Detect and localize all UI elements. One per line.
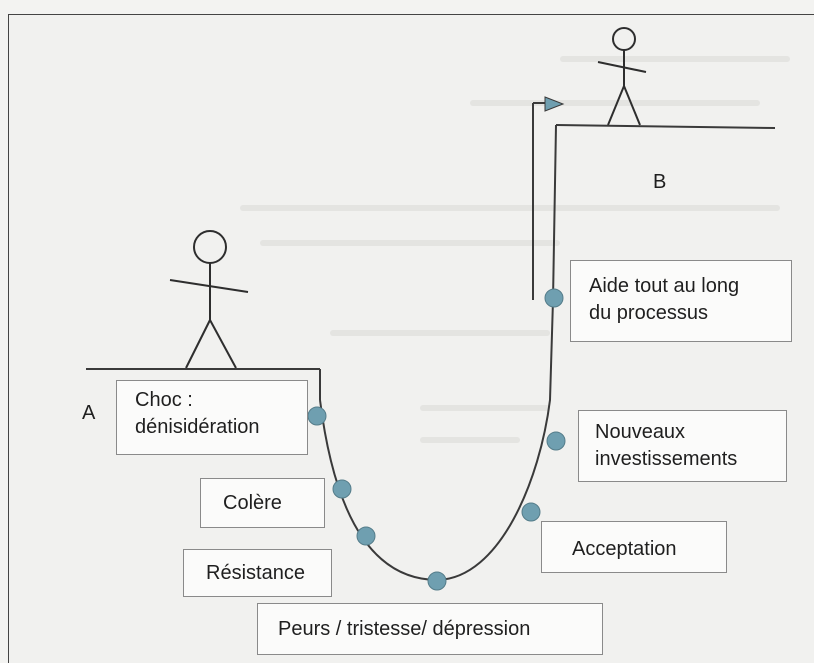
dot-nouveaux — [546, 431, 566, 451]
dot-resistance — [356, 526, 376, 546]
stage-box-aide: Aide tout au long du processus — [570, 260, 792, 342]
bleed-through-line — [330, 330, 550, 336]
dot-aide — [544, 288, 564, 308]
stage-resistance-label: Résistance — [206, 562, 305, 584]
head-b — [612, 27, 636, 51]
label-a: A — [82, 402, 96, 424]
stage-box-acceptation: Acceptation — [541, 521, 727, 573]
head-a — [193, 230, 227, 264]
stick-figure-b — [597, 27, 647, 126]
stage-nouveaux-line1: Nouveaux — [595, 421, 686, 443]
stage-colere-label: Colère — [223, 492, 282, 514]
stage-peurs-label: Peurs / tristesse/ dépression — [278, 618, 531, 640]
stick-figure-a — [169, 230, 249, 369]
dot-peurs — [427, 571, 447, 591]
bleed-through-line — [420, 437, 520, 443]
stage-box-choc: Choc : dénisidération — [116, 380, 308, 455]
dot-colere — [332, 479, 352, 499]
stage-choc-line1: Choc : — [135, 389, 193, 411]
stage-dots — [307, 288, 566, 591]
label-b: B — [653, 171, 667, 193]
stage-nouveaux-line2: investissements — [595, 448, 738, 470]
bleed-through-line — [260, 240, 560, 246]
bleed-through-line — [560, 56, 790, 62]
stage-aide-line2: du processus — [589, 302, 708, 324]
stage-aide-line1: Aide tout au long — [589, 275, 740, 297]
flag-icon — [544, 96, 565, 112]
stage-box-colere: Colère — [200, 478, 325, 528]
bleed-through-line — [240, 205, 780, 211]
dot-choc — [307, 406, 327, 426]
bleed-through-line — [420, 405, 550, 411]
bleed-through-line — [470, 100, 760, 106]
stage-box-nouveaux: Nouveaux investissements — [578, 410, 787, 482]
dot-acceptation — [521, 502, 541, 522]
change-curve — [319, 124, 557, 582]
stage-choc-line2: dénisidération — [135, 416, 260, 438]
stage-box-resistance: Résistance — [183, 549, 332, 597]
ledge-b — [555, 124, 776, 129]
stage-acceptation-label: Acceptation — [572, 538, 677, 560]
stage-box-peurs: Peurs / tristesse/ dépression — [257, 603, 603, 655]
